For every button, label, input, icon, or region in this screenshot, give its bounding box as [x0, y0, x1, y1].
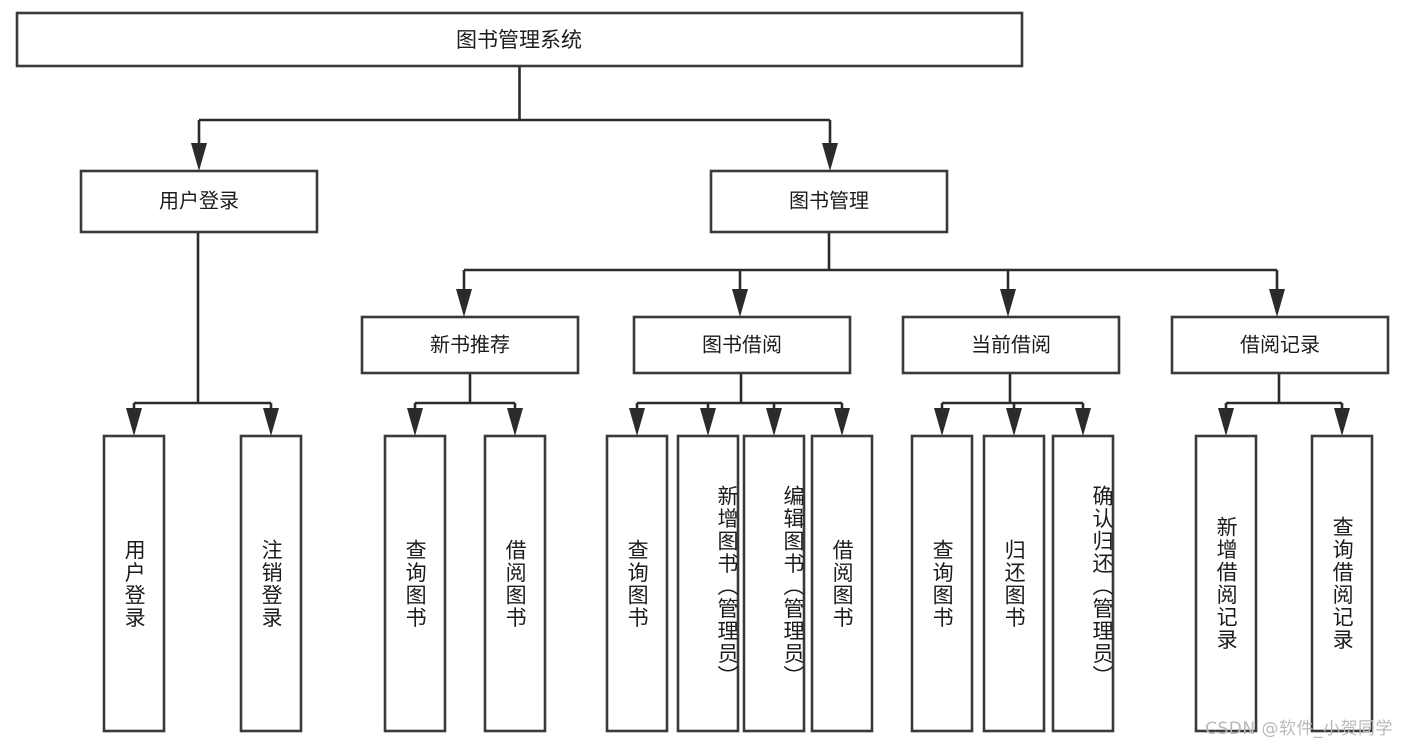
node-root-box[interactable]	[15, 11, 1024, 68]
csdn-watermark: CSDN @软件_小贺同学	[1205, 719, 1393, 739]
node-current-borrow-box[interactable]	[901, 315, 1121, 375]
node-borrow-record[interactable]: 借阅记录	[1170, 315, 1390, 375]
node-book-borrow-label: 图书借阅	[702, 333, 782, 357]
connector-group-book-manage	[456, 232, 1285, 317]
leaf-box-edit-book[interactable]	[742, 434, 806, 733]
leaf-box-add-book[interactable]	[676, 434, 740, 733]
arrow-head-leaf-logout	[263, 408, 279, 436]
leaf-box-user-login[interactable]	[102, 434, 166, 733]
arrow-head-leaf-add-book	[700, 408, 716, 436]
node-user-login[interactable]: 用户登录	[79, 169, 319, 234]
node-user-login-box[interactable]	[79, 169, 319, 234]
node-book-borrow-box[interactable]	[632, 315, 852, 375]
node-new-book-rec-label: 新书推荐	[430, 333, 510, 357]
arrow-head-borrow-record	[1269, 289, 1285, 317]
arrow-head-leaf-return-book	[1006, 408, 1022, 436]
node-root-label: 图书管理系统	[456, 28, 582, 52]
node-book-manage-box[interactable]	[709, 169, 949, 234]
node-current-borrow[interactable]: 当前借阅	[901, 315, 1121, 375]
arrow-head-leaf-confirm-return	[1075, 408, 1091, 436]
arrow-head-leaf-borrow-book-2	[834, 408, 850, 436]
arrow-head-leaf-query-book-3	[934, 408, 950, 436]
node-book-manage[interactable]: 图书管理	[709, 169, 949, 234]
leaf-box-logout[interactable]	[239, 434, 303, 733]
leaf-box-add-record[interactable]	[1194, 434, 1258, 733]
arrow-head-leaf-add-record	[1218, 408, 1234, 436]
node-user-login-label: 用户登录	[159, 189, 239, 213]
leaf-box-query-book-3[interactable]	[910, 434, 974, 733]
arrow-head-user-login	[191, 143, 207, 171]
connector-group-root	[191, 66, 838, 171]
node-root[interactable]: 图书管理系统	[15, 11, 1024, 68]
connector-group-current-borrow	[934, 373, 1091, 436]
arrow-head-book-manage	[822, 143, 838, 171]
arrow-head-book-borrow	[732, 289, 748, 317]
connector-group-new-book-rec	[407, 373, 523, 436]
node-borrow-record-box[interactable]	[1170, 315, 1390, 375]
node-new-book-rec[interactable]: 新书推荐	[360, 315, 580, 375]
arrow-head-new-book-rec	[456, 289, 472, 317]
leaf-box-borrow-book-2[interactable]	[810, 434, 874, 733]
arrow-head-current-borrow	[1000, 289, 1016, 317]
leaf-box-confirm-return[interactable]	[1051, 434, 1115, 733]
connector-group-borrow-record	[1218, 373, 1350, 436]
arrow-head-leaf-query-book-2	[629, 408, 645, 436]
leaf-box-return-book[interactable]	[982, 434, 1046, 733]
leaf-box-query-record[interactable]	[1310, 434, 1374, 733]
arrow-head-leaf-query-record	[1334, 408, 1350, 436]
node-new-book-rec-box[interactable]	[360, 315, 580, 375]
connector-group-user-login	[126, 232, 279, 436]
arrow-head-leaf-query-book-1	[407, 408, 423, 436]
arrow-head-leaf-edit-book	[766, 408, 782, 436]
arrow-head-leaf-borrow-book-1	[507, 408, 523, 436]
leaf-box-query-book-2[interactable]	[605, 434, 669, 733]
connector-group-book-borrow	[629, 373, 850, 436]
node-current-borrow-label: 当前借阅	[971, 333, 1051, 357]
leaf-box-borrow-book-1[interactable]	[483, 434, 547, 733]
node-book-borrow[interactable]: 图书借阅	[632, 315, 852, 375]
leaf-box-query-book-1[interactable]	[383, 434, 447, 733]
node-book-manage-label: 图书管理	[789, 189, 869, 213]
arrow-head-leaf-user-login	[126, 408, 142, 436]
node-borrow-record-label: 借阅记录	[1240, 333, 1320, 357]
